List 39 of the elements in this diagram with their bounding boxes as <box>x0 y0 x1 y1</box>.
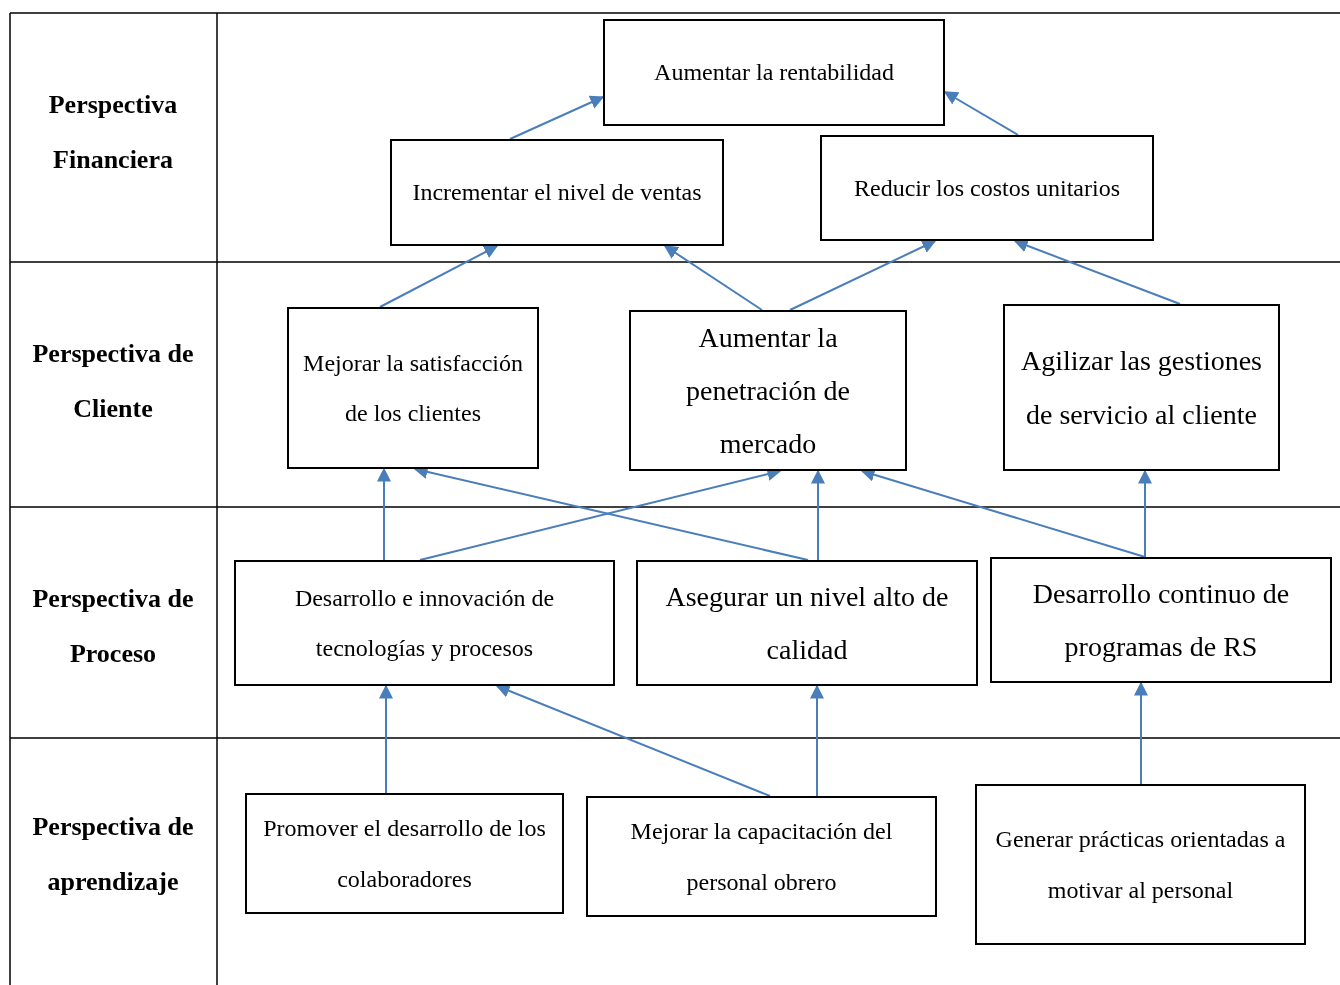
objective-text: Aumentar la rentabilidad <box>654 58 894 88</box>
objective-text: Desarrollo e innovación de tecnologías y procesos <box>293 583 556 663</box>
objective-text: Mejorar la capacitación del personal obrero <box>629 817 894 897</box>
arrow <box>495 684 771 797</box>
arrow <box>1134 681 1148 785</box>
objective-text: Aumentar la penetración de mercado <box>685 320 851 462</box>
arrow <box>1138 469 1152 558</box>
objective-box <box>245 793 564 914</box>
objective-text: Promover el desarrollo de los colaboradores <box>262 814 547 894</box>
objective-text: Incrementar el nivel de ventas <box>412 178 702 208</box>
objective-box <box>1003 304 1280 471</box>
objective-box <box>586 796 937 917</box>
objective-box <box>390 139 724 246</box>
objective-text: Mejorar la satisfacción de los clientes <box>302 348 524 428</box>
row-heading: Perspectiva de aprendizaje <box>31 811 195 898</box>
objective-box <box>287 307 539 469</box>
objective-text: Generar prácticas orientadas a motivar al personal <box>994 825 1287 905</box>
arrow <box>379 684 393 794</box>
arrow <box>789 240 937 311</box>
arrow <box>509 95 605 140</box>
objective-box <box>990 557 1332 683</box>
objective-text: Agilizar las gestiones de servicio al cliente <box>1019 344 1264 432</box>
objective-box <box>629 310 907 471</box>
objective-text: Asegurar un nivel alto de calidad <box>664 579 950 667</box>
objective-box <box>603 19 945 126</box>
row-heading: Perspectiva de Cliente <box>31 338 195 425</box>
objective-text: Reducir los costos unitarios <box>854 173 1120 203</box>
arrow <box>377 467 391 561</box>
objective-box <box>234 560 615 686</box>
objective-box <box>820 135 1154 241</box>
row-heading: Perspectiva de Proceso <box>31 583 195 670</box>
arrow <box>811 469 825 561</box>
objective-text: Desarrollo continuo de programas de RS <box>1031 576 1291 664</box>
row-heading: Perspectiva Financiera <box>47 89 179 176</box>
objective-box <box>636 560 978 686</box>
arrow <box>810 684 824 797</box>
arrow <box>379 245 499 308</box>
objective-box <box>975 784 1306 945</box>
arrow <box>663 245 763 311</box>
